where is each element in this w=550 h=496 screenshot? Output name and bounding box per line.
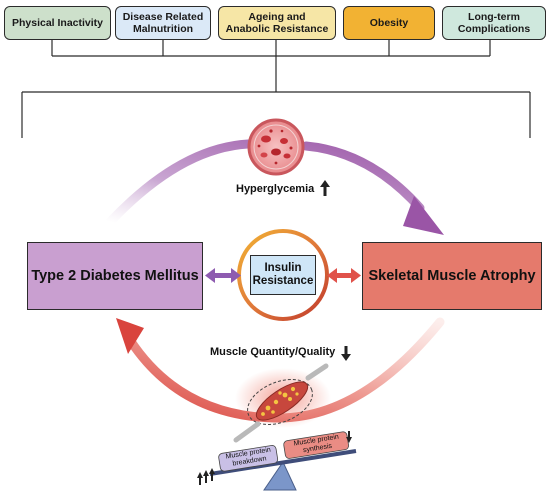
factor-disease-related-malnutrition: Disease Related Malnutrition — [115, 6, 211, 40]
left-double-arrow-icon — [205, 268, 241, 283]
increase-arrow-icon — [320, 180, 330, 196]
upper-cycle-arc — [105, 139, 425, 227]
factor-connectors — [21, 40, 531, 138]
blood-vessel-icon — [247, 118, 305, 176]
muscle-fiber-icon — [233, 363, 331, 443]
hyperglycemia-label: Hyperglycemia — [236, 183, 315, 195]
triple-up-arrows-icon — [197, 468, 215, 485]
factor-obesity: Obesity — [343, 6, 435, 40]
synthesis-down-arrow-icon — [346, 431, 352, 443]
factor-ageing-anabolic-resistance: Ageing and Anabolic Resistance — [218, 6, 336, 40]
right-double-arrow-icon — [327, 268, 361, 283]
insulin-resistance-box: Insulin Resistance — [250, 255, 316, 295]
skeletal-muscle-atrophy-box: Skeletal Muscle Atrophy — [362, 242, 542, 310]
muscle-quantity-label: Muscle Quantity/Quality — [210, 346, 336, 358]
type2-diabetes-box: Type 2 Diabetes Mellitus — [27, 242, 203, 310]
upper-arc-arrowhead — [403, 196, 444, 235]
balance-scale — [209, 431, 357, 491]
factor-long-term-complications: Long-term Complications — [442, 6, 546, 40]
lower-arc-arrowhead — [116, 318, 144, 354]
decrease-arrow-icon — [341, 346, 351, 361]
factor-physical-inactivity: Physical Inactivity — [4, 6, 111, 40]
